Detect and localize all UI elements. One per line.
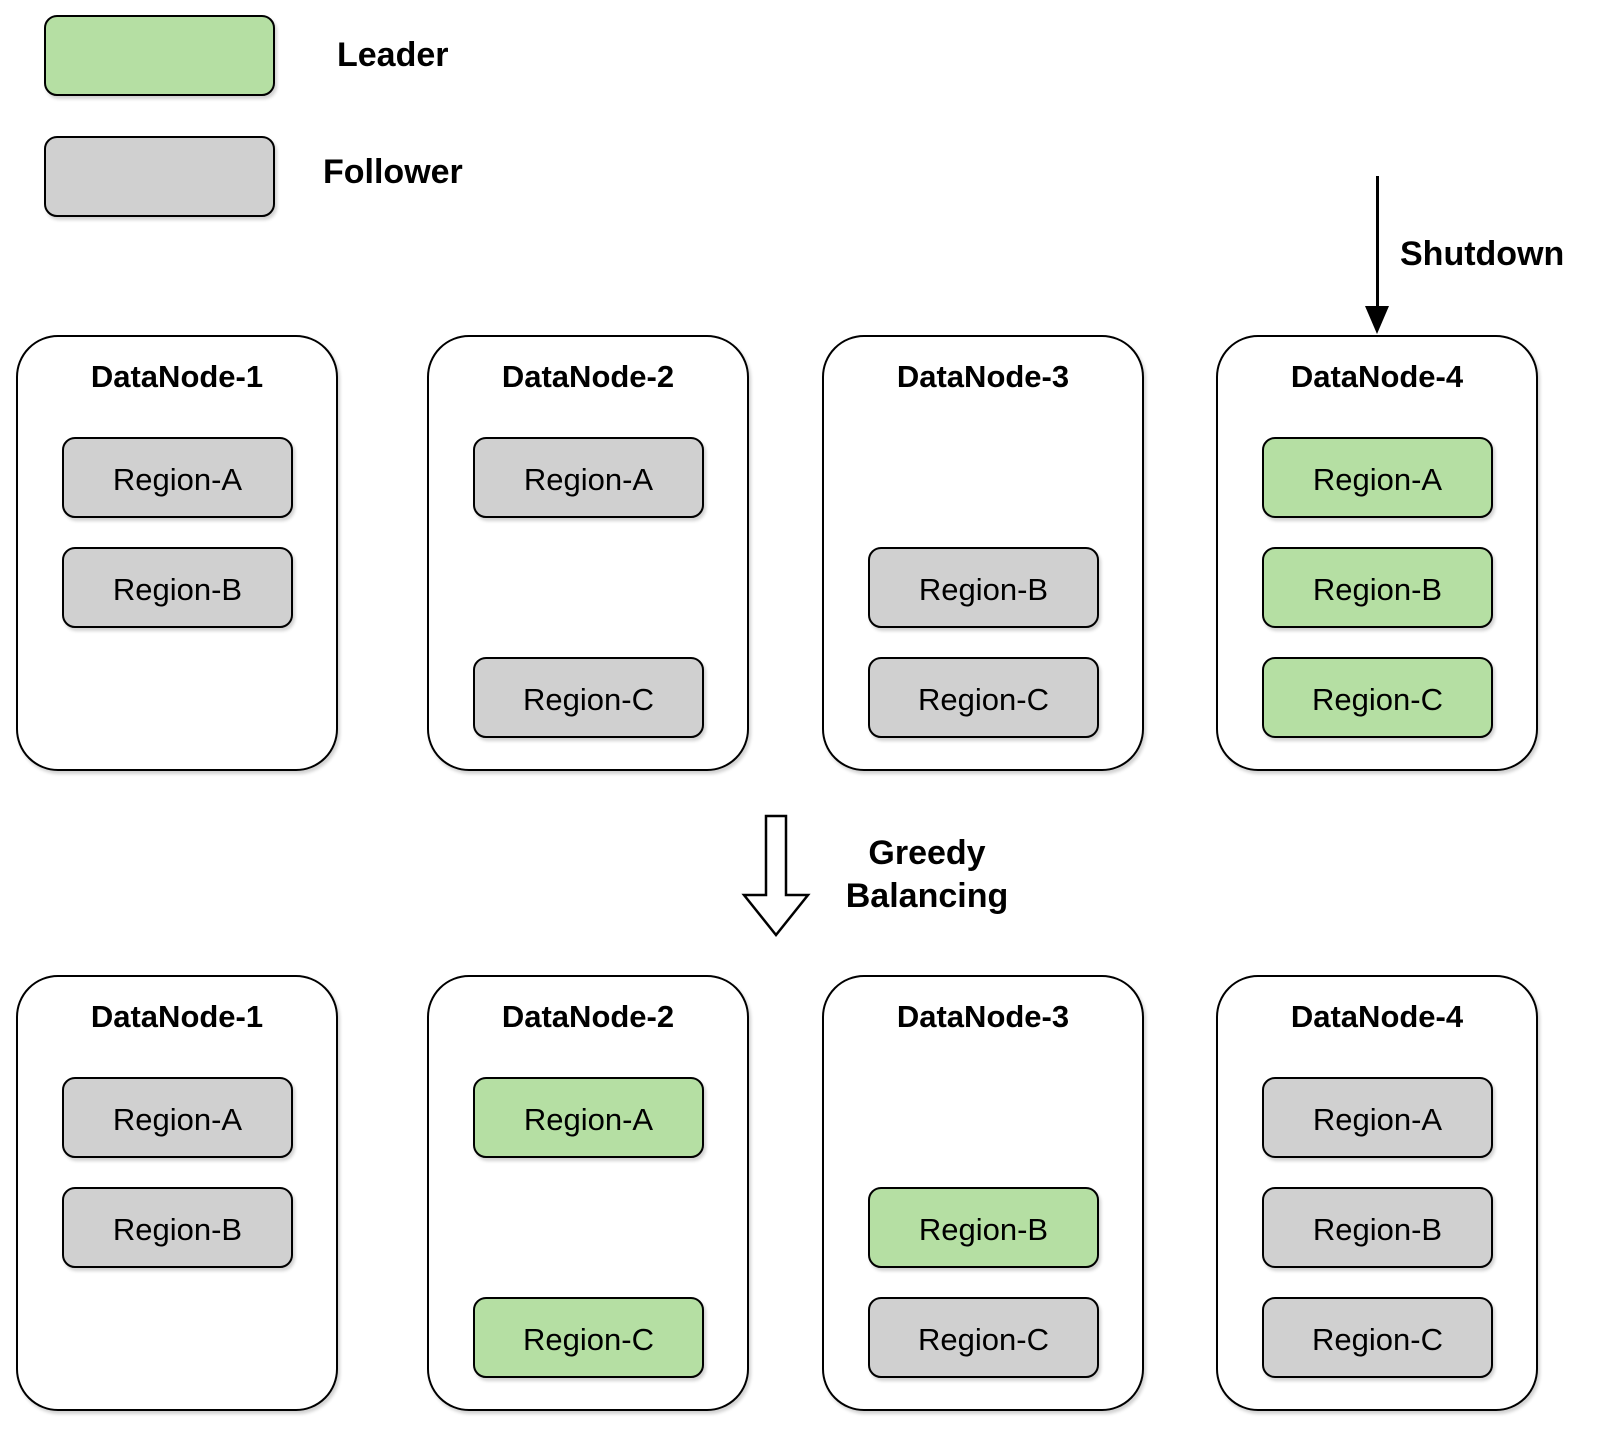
shutdown-label: Shutdown [1400, 235, 1565, 273]
shutdown-arrow-icon [1376, 176, 1379, 310]
before-datanode-4-region-a: Region-A [1262, 437, 1493, 518]
legend-label-follower: Follower [323, 153, 463, 191]
before-datanode-4-region-b: Region-B [1262, 547, 1493, 628]
before-datanode-2-region-c: Region-C [473, 657, 704, 738]
follower-swatch [44, 136, 275, 217]
node-title: DataNode-1 [90, 999, 264, 1034]
before-datanode-4-region-c: Region-C [1262, 657, 1493, 738]
before-datanode-3-region-c: Region-C [868, 657, 1099, 738]
greedy-balancing-label: Greedy Balancing [807, 832, 1047, 918]
after-datanode-4-region-c: Region-C [1262, 1297, 1493, 1378]
after-datanode-3-region-c: Region-C [868, 1297, 1099, 1378]
after-datanode-2-region-a: Region-A [473, 1077, 704, 1158]
legend-label-leader: Leader [337, 36, 449, 74]
after-datanode-1-region-b: Region-B [62, 1187, 293, 1268]
after-datanode-3-region-b: Region-B [868, 1187, 1099, 1268]
after-datanode-4-region-b: Region-B [1262, 1187, 1493, 1268]
greedy-balancing-label-line1: Greedy [868, 834, 986, 872]
node-title: DataNode-4 [1290, 359, 1464, 394]
node-title: DataNode-3 [896, 359, 1070, 394]
node-title: DataNode-2 [501, 999, 675, 1034]
after-datanode-2-region-c: Region-C [473, 1297, 704, 1378]
node-title: DataNode-4 [1290, 999, 1464, 1034]
after-datanode-4-region-a: Region-A [1262, 1077, 1493, 1158]
leader-swatch [44, 15, 275, 96]
before-datanode-1-region-a: Region-A [62, 437, 293, 518]
node-title: DataNode-3 [896, 999, 1070, 1034]
before-datanode-3-region-b: Region-B [868, 547, 1099, 628]
shutdown-arrowhead-icon [1365, 306, 1389, 334]
before-datanode-2-region-a: Region-A [473, 437, 704, 518]
node-title: DataNode-1 [90, 359, 264, 394]
down-arrow-icon [741, 814, 811, 938]
after-datanode-1-region-a: Region-A [62, 1077, 293, 1158]
node-title: DataNode-2 [501, 359, 675, 394]
greedy-balancing-label-line2: Balancing [845, 877, 1009, 915]
before-datanode-1-region-b: Region-B [62, 547, 293, 628]
